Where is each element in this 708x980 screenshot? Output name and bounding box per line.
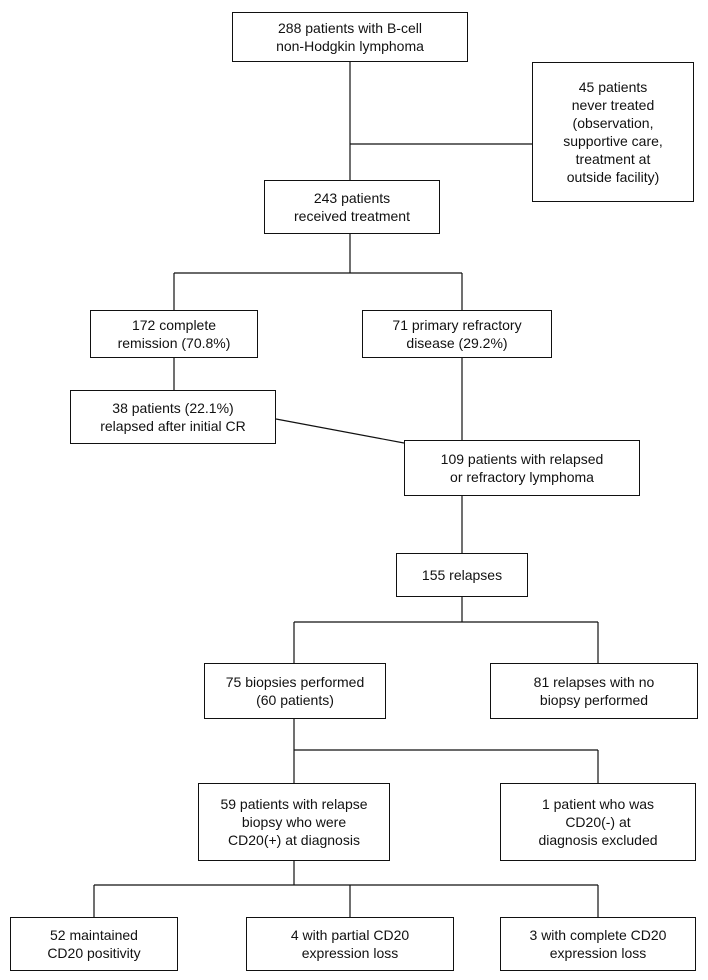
box-line: 155 relapses (421, 567, 503, 583)
connector-line (275, 418, 405, 444)
box-line: 59 patients with relapse (220, 796, 368, 812)
box-line: non-Hodgkin lymphoma (276, 38, 424, 54)
box-line: CD20(+) at diagnosis (228, 832, 360, 848)
box-line: 109 patients with relapsed (440, 451, 604, 467)
box-line: 71 primary refractory (392, 317, 522, 333)
box-relapsed-after-cr: 38 patients (22.1%) relapsed after initi… (70, 390, 276, 444)
box-line: diagnosis excluded (538, 832, 658, 848)
box-line: (observation, (572, 115, 654, 131)
box-partial-cd20-loss: 4 with partial CD20 expression loss (246, 917, 454, 971)
box-total-patients: 288 patients with B-cell non-Hodgkin lym… (232, 12, 468, 62)
box-line: 172 complete (131, 317, 217, 333)
box-primary-refractory: 71 primary refractory disease (29.2%) (362, 310, 552, 358)
box-line: (60 patients) (256, 692, 334, 708)
box-line: 52 maintained (50, 927, 138, 943)
box-line: CD20(-) at (565, 814, 631, 830)
box-line: received treatment (294, 208, 410, 224)
box-line: remission (70.8%) (117, 335, 231, 351)
box-complete-remission: 172 complete remission (70.8%) (90, 310, 258, 358)
box-received-treatment: 243 patients received treatment (264, 180, 440, 234)
box-line: supportive care, (563, 133, 663, 149)
box-line: biopsy who were (241, 814, 347, 830)
box-biopsies-performed: 75 biopsies performed (60 patients) (204, 663, 386, 719)
box-line: expression loss (549, 945, 647, 961)
box-line: relapsed after initial CR (100, 418, 246, 434)
box-relapses: 155 relapses (396, 553, 528, 597)
box-no-biopsy: 81 relapses with no biopsy performed (490, 663, 698, 719)
box-maintained-cd20: 52 maintained CD20 positivity (10, 917, 178, 971)
box-line: CD20 positivity (47, 945, 141, 961)
box-cd20-negative-excluded: 1 patient who was CD20(-) at diagnosis e… (500, 783, 696, 861)
box-line: 45 patients (578, 79, 648, 95)
box-line: outside facility) (566, 169, 660, 185)
box-line: 75 biopsies performed (225, 674, 365, 690)
box-line: disease (29.2%) (406, 335, 508, 351)
box-cd20-positive-at-diagnosis: 59 patients with relapse biopsy who were… (198, 783, 390, 861)
box-line: treatment at (575, 151, 651, 167)
box-line: 81 relapses with no (533, 674, 655, 690)
box-line: or refractory lymphoma (450, 469, 594, 485)
box-line: 3 with complete CD20 (529, 927, 667, 943)
box-complete-cd20-loss: 3 with complete CD20 expression loss (500, 917, 696, 971)
box-line: biopsy performed (539, 692, 649, 708)
box-line: 288 patients with B-cell (278, 20, 422, 36)
box-line: never treated (571, 97, 655, 113)
box-line: 243 patients (313, 190, 391, 206)
box-line: 38 patients (22.1%) (112, 400, 234, 416)
box-line: expression loss (301, 945, 399, 961)
box-never-treated: 45 patients never treated (observation, … (532, 62, 694, 202)
box-line: 1 patient who was (541, 796, 655, 812)
box-relapsed-refractory: 109 patients with relapsed or refractory… (404, 440, 640, 496)
box-line: 4 with partial CD20 (290, 927, 410, 943)
